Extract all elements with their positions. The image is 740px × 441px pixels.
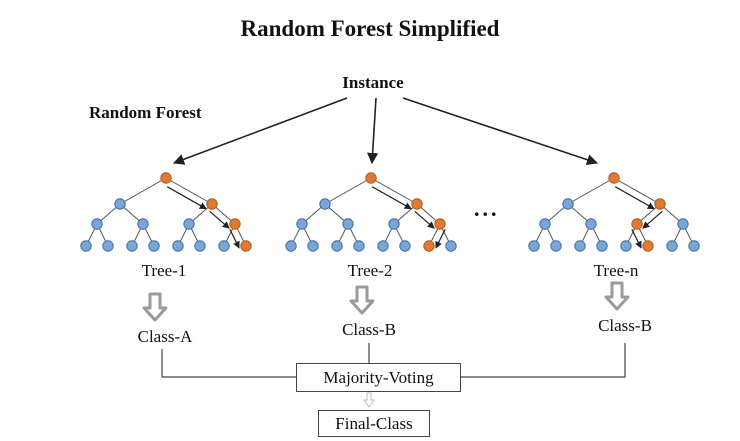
tree-node <box>688 240 700 252</box>
tree-node <box>388 218 400 230</box>
decision-path-arrow <box>631 229 642 249</box>
tree-node-highlighted <box>160 172 172 184</box>
tree-2-label: Tree-2 <box>347 261 393 280</box>
tree-n-down-arrow <box>604 281 630 311</box>
instance-to-tree-1-arrow <box>172 97 348 165</box>
tree-node-highlighted <box>229 218 241 230</box>
decision-path-arrow <box>642 210 663 229</box>
voting-to-final-arrow <box>363 392 375 408</box>
tree-node <box>218 240 230 252</box>
tree-edge <box>567 177 615 205</box>
decision-path-arrow <box>414 210 435 229</box>
tree-n-label: Tree-n <box>593 261 639 280</box>
tree-1-down-arrow <box>142 292 168 322</box>
class-b-n-to-voting-line <box>459 343 626 378</box>
tree-2-down-arrow <box>349 285 375 315</box>
tree-node <box>307 240 319 252</box>
final-class-box: Final-Class <box>318 410 430 437</box>
tree-1-class-label: Class-A <box>137 327 193 346</box>
decision-path-arrow <box>166 186 207 210</box>
tree-node <box>377 240 389 252</box>
instance-to-tree-2-arrow <box>367 97 379 165</box>
decision-path-arrow <box>435 229 446 249</box>
tree-node <box>331 240 343 252</box>
tree-edge <box>119 177 167 205</box>
tree-node <box>539 218 551 230</box>
tree-node <box>172 240 184 252</box>
tree-node-highlighted <box>423 240 435 252</box>
tree-node <box>137 218 149 230</box>
tree-edge <box>324 177 372 205</box>
tree-node-highlighted <box>608 172 620 184</box>
tree-edge <box>370 177 418 205</box>
more-trees-ellipsis: ... <box>474 196 500 221</box>
tree-node <box>596 240 608 252</box>
tree-n-class-label: Class-B <box>598 316 652 335</box>
tree-node <box>353 240 365 252</box>
tree-node-highlighted <box>206 198 218 210</box>
tree-node <box>296 218 308 230</box>
random-forest-label: Random Forest <box>89 103 202 122</box>
tree-node <box>342 218 354 230</box>
decision-path-arrow <box>229 229 240 249</box>
majority-voting-box: Majority-Voting <box>296 363 461 392</box>
tree-node <box>285 240 297 252</box>
tree-node <box>585 218 597 230</box>
tree-node <box>620 240 632 252</box>
tree-node <box>319 198 331 210</box>
tree-edge <box>613 177 661 205</box>
decision-path-arrow <box>209 210 230 229</box>
tree-node <box>528 240 540 252</box>
tree-1-label: Tree-1 <box>141 261 187 280</box>
tree-1-graph <box>80 172 252 252</box>
tree-node <box>574 240 586 252</box>
diagram-title: Random Forest Simplified <box>240 16 500 41</box>
tree-node <box>445 240 457 252</box>
tree-node-highlighted <box>240 240 252 252</box>
tree-node <box>114 198 126 210</box>
tree-node <box>148 240 160 252</box>
tree-edge <box>165 177 213 205</box>
tree-node-highlighted <box>434 218 446 230</box>
tree-2-graph <box>285 172 457 252</box>
tree-node-highlighted <box>365 172 377 184</box>
tree-node <box>91 218 103 230</box>
tree-node <box>550 240 562 252</box>
tree-node <box>102 240 114 252</box>
tree-node-highlighted <box>654 198 666 210</box>
tree-n-graph <box>528 172 700 252</box>
tree-node <box>183 218 195 230</box>
tree-node <box>126 240 138 252</box>
class-a-to-voting-line <box>161 349 296 378</box>
tree-node <box>194 240 206 252</box>
instance-to-tree-n-arrow <box>402 97 599 166</box>
tree-node <box>666 240 678 252</box>
tree-node-highlighted <box>642 240 654 252</box>
instance-label: Instance <box>342 73 404 92</box>
decision-path-arrow <box>371 186 412 210</box>
tree-node-highlighted <box>631 218 643 230</box>
tree-2-class-label: Class-B <box>342 320 396 339</box>
decision-path-arrow <box>614 186 655 210</box>
tree-node <box>562 198 574 210</box>
tree-node-highlighted <box>411 198 423 210</box>
tree-node <box>80 240 92 252</box>
tree-node <box>677 218 689 230</box>
tree-node <box>399 240 411 252</box>
